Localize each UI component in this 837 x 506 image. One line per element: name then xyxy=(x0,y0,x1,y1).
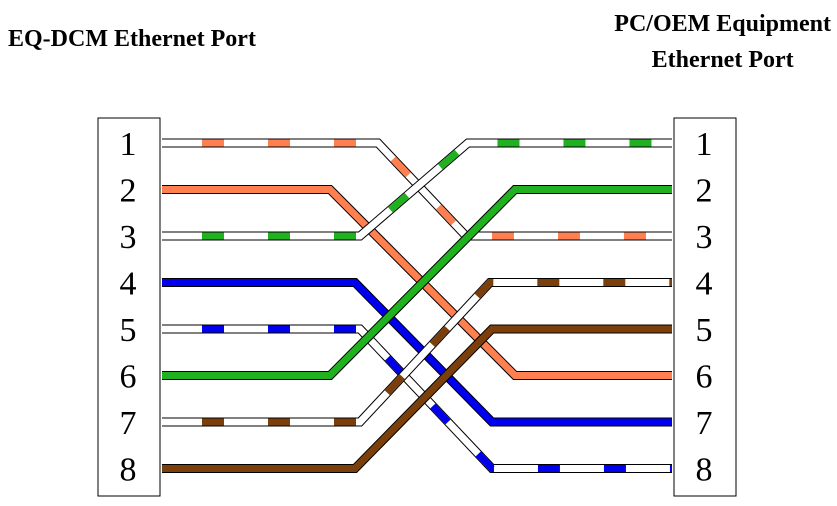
left-connector-box xyxy=(97,117,161,497)
left-pin-2: 2 xyxy=(120,173,137,210)
left-pin-8: 8 xyxy=(120,452,137,489)
wire-stripes xyxy=(162,139,672,240)
right-pin-5: 5 xyxy=(696,312,713,349)
left-pin-7: 7 xyxy=(120,405,137,442)
wire-fill xyxy=(162,186,672,379)
wire-white-green xyxy=(162,138,672,241)
left-pin-4: 4 xyxy=(120,266,137,303)
wire-brown xyxy=(162,324,672,473)
left-pin-3: 3 xyxy=(120,219,137,256)
wire-white-brown xyxy=(162,278,672,427)
right-pin-6: 6 xyxy=(696,359,713,396)
right-port-title-line1: PC/OEM Equipment xyxy=(614,11,831,37)
left-port-title: EQ-DCM Ethernet Port xyxy=(8,26,256,52)
wire-stripes xyxy=(162,139,672,240)
left-pin-5: 5 xyxy=(120,312,137,349)
wires-group xyxy=(162,138,672,473)
right-port-title-line2: Ethernet Port xyxy=(651,47,794,73)
pin-labels-group: 1 2 3 4 5 6 7 8 1 2 3 4 5 6 7 8 xyxy=(120,126,713,489)
right-pin-2: 2 xyxy=(696,173,713,210)
left-pin-1: 1 xyxy=(120,126,137,163)
wire-fill xyxy=(162,325,672,472)
right-pin-1: 1 xyxy=(696,126,713,163)
wire-green xyxy=(162,185,672,380)
right-pin-4: 4 xyxy=(696,266,713,303)
wire-white-orange xyxy=(162,138,672,241)
right-pin-7: 7 xyxy=(696,405,713,442)
right-pin-8: 8 xyxy=(696,452,713,489)
right-connector-box xyxy=(673,117,737,497)
left-pin-6: 6 xyxy=(120,359,137,396)
wire-base xyxy=(162,279,672,426)
right-port-title: PC/OEM Equipment Ethernet Port xyxy=(614,6,831,78)
right-pin-3: 3 xyxy=(696,219,713,256)
